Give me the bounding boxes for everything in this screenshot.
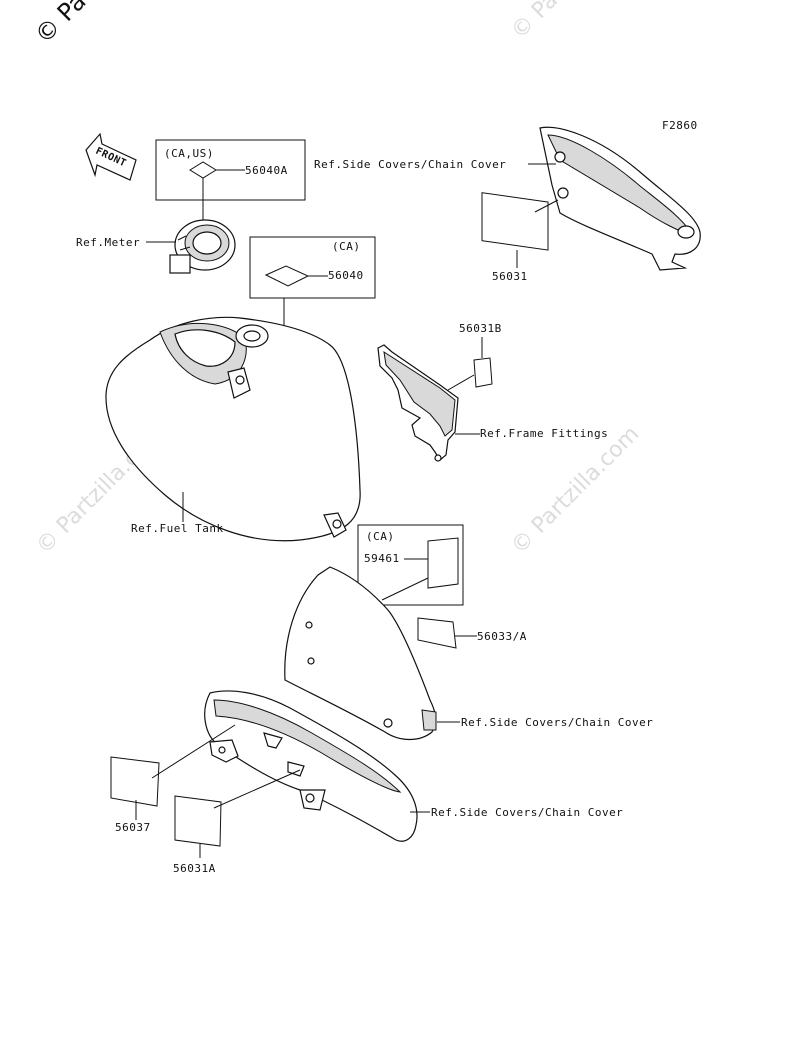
part-number-56037: 56037 bbox=[115, 821, 151, 834]
watermark-right: © Partzilla.com bbox=[507, 422, 645, 560]
label-ref-side-covers-mid: Ref.Side Covers/Chain Cover bbox=[461, 716, 653, 729]
part-number-59461: 59461 bbox=[364, 552, 400, 565]
part-number-56031: 56031 bbox=[492, 270, 528, 283]
region-box-ca-1: (CA) 56040 bbox=[249, 236, 376, 365]
frame-fitting-part bbox=[377, 344, 459, 462]
region-box-ca-us: (CA,US) 56040A bbox=[155, 139, 306, 232]
part-number-56031B: 56031B bbox=[459, 322, 502, 335]
meter-part bbox=[169, 219, 236, 274]
side-cover-top-part bbox=[539, 126, 701, 271]
fuel-tank-part bbox=[105, 316, 361, 542]
watermark-top-right: © Partzilla.com bbox=[507, 0, 645, 44]
decal-56031 bbox=[481, 192, 549, 251]
label-ref-side-covers-top: Ref.Side Covers/Chain Cover bbox=[314, 158, 506, 171]
decal-56031B bbox=[473, 357, 493, 388]
region-box-ca-2: (CA) 59461 bbox=[357, 524, 464, 606]
side-cover-middle-part bbox=[284, 566, 437, 741]
label-ref-side-covers-bottom: Ref.Side Covers/Chain Cover bbox=[431, 806, 623, 819]
watermark-corner: © Pa bbox=[29, 0, 91, 49]
part-number-56040: 56040 bbox=[328, 269, 364, 282]
decal-56037 bbox=[110, 756, 160, 807]
label-ref-fuel-tank: Ref.Fuel Tank bbox=[131, 522, 224, 535]
front-arrow-icon: FRONT bbox=[85, 132, 137, 181]
part-number-56031A: 56031A bbox=[173, 862, 216, 875]
decal-56040 bbox=[264, 265, 310, 287]
decal-56033A bbox=[417, 617, 457, 649]
decal-56040A bbox=[189, 161, 217, 179]
label-ref-frame-fittings: Ref.Frame Fittings bbox=[480, 427, 608, 440]
decal-56031A bbox=[174, 795, 222, 847]
label-ref-meter: Ref.Meter bbox=[76, 236, 140, 249]
region-label-ca-us: (CA,US) bbox=[164, 147, 214, 160]
decal-59461 bbox=[427, 537, 459, 589]
region-label-ca-1: (CA) bbox=[332, 240, 361, 253]
region-label-ca-2: (CA) bbox=[366, 530, 395, 543]
chain-cover-part bbox=[204, 690, 418, 842]
part-number-56033A: 56033/A bbox=[477, 630, 527, 643]
part-number-56040A: 56040A bbox=[245, 164, 288, 177]
figure-code: F2860 bbox=[662, 119, 698, 132]
